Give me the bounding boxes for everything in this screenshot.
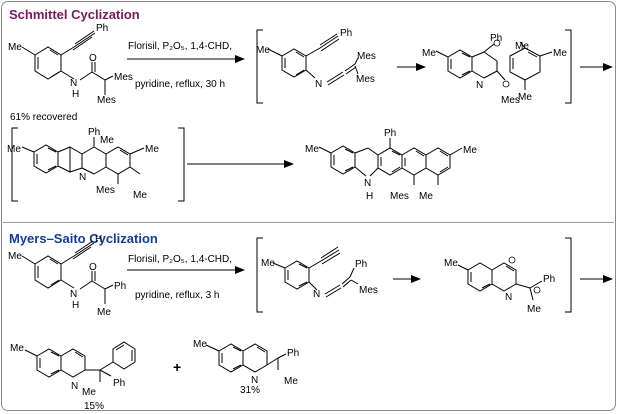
myers-starting-material — [21, 240, 114, 304]
label-me: Me — [8, 42, 22, 53]
label-n: N — [505, 292, 512, 303]
label-mes: Mes — [359, 285, 378, 296]
label-mes: Mes — [96, 185, 115, 196]
myers-condition-reagents: Florisil, P₂O₅, 1,4-CHD, — [128, 254, 232, 265]
label-mes: Mes — [357, 51, 376, 62]
label-mes: Mes — [114, 72, 133, 83]
label-h: H — [366, 191, 373, 202]
label-ph: Ph — [340, 28, 352, 39]
label-n: N — [71, 381, 78, 392]
label-me: Me — [133, 190, 147, 201]
label-ph: Ph — [114, 281, 126, 292]
label-me: Me — [8, 251, 22, 262]
myers-yield-2: 31% — [240, 385, 260, 396]
label-me: Me — [10, 343, 24, 354]
label-me: Me — [305, 144, 319, 155]
label-ph: Ph — [96, 23, 108, 34]
label-h: H — [72, 89, 79, 100]
label-me: Me — [463, 145, 477, 156]
schmittel-product-indolocarbazole — [318, 138, 463, 185]
myers-saito-section-title: Myers–Saito Cyclization — [9, 231, 158, 246]
label-me: Me — [261, 258, 275, 269]
label-me: Me — [145, 144, 159, 155]
label-me: Me — [284, 376, 298, 387]
label-me: Me — [82, 387, 96, 398]
myers-yield-1: 15% — [84, 401, 104, 412]
label-mes: Mes — [97, 95, 116, 106]
label-me: Me — [518, 92, 532, 103]
section-divider — [3, 222, 614, 223]
label-mes: Mes — [501, 95, 520, 106]
schmittel-condition-reagents: Florisil, P₂O₅, 1,4-CHD, — [128, 41, 232, 52]
label-ph: Ph — [543, 274, 555, 285]
schmittel-condition-solvent: pyridine, reflux, 30 h — [135, 79, 225, 90]
label-h: H — [95, 234, 102, 245]
schmittel-cyclized-intermediate — [21, 137, 145, 184]
label-n: N — [70, 78, 77, 89]
label-mes: Mes — [390, 191, 409, 202]
label-ph: Ph — [490, 33, 502, 44]
myers-biradical-intermediate — [457, 262, 543, 301]
radical-marker — [493, 39, 501, 47]
schmittel-carbodiimide-intermediate — [267, 33, 359, 86]
label-me: Me — [419, 191, 433, 202]
myers-product-1 — [24, 341, 136, 382]
schmittel-biradical-intermediate — [435, 41, 553, 90]
label-n: N — [70, 289, 77, 300]
label-ph: Ph — [384, 128, 396, 139]
label-n: N — [476, 80, 483, 91]
radical-marker — [533, 286, 541, 294]
label-me: Me — [256, 45, 270, 56]
label-ph: Ph — [287, 348, 299, 359]
label-n: N — [364, 178, 371, 189]
schmittel-recovered-yield: 61% recovered — [10, 112, 77, 123]
label-me: Me — [97, 307, 111, 318]
schmittel-starting-material — [21, 30, 114, 95]
plus-sign: + — [173, 359, 181, 375]
radical-marker — [502, 80, 510, 88]
label-o: O — [89, 53, 97, 64]
label-me: Me — [527, 304, 541, 315]
label-me: Me — [553, 48, 567, 59]
label-me: Me — [444, 258, 458, 269]
schmittel-section-title: Schmittel Cyclization — [9, 7, 140, 22]
myers-condition-solvent: pyridine, reflux, 3 h — [135, 290, 220, 301]
myers-product-2 — [205, 343, 287, 373]
myers-allene-intermediate — [272, 246, 359, 298]
label-ph: Ph — [355, 259, 367, 270]
label-me: Me — [7, 144, 21, 155]
label-me: Me — [422, 48, 436, 59]
label-h: H — [72, 300, 79, 311]
label-me: Me — [515, 41, 529, 52]
label-n: N — [313, 289, 320, 300]
label-ph: Ph — [88, 127, 100, 138]
label-n: N — [79, 172, 86, 183]
radical-marker — [508, 256, 516, 264]
label-mes: Mes — [356, 74, 375, 85]
label-n: N — [251, 375, 258, 386]
label-n: N — [315, 79, 322, 90]
label-me: Me — [193, 339, 207, 350]
label-o: O — [89, 262, 97, 273]
label-me: Me — [100, 135, 114, 146]
label-ph: Ph — [113, 378, 125, 389]
